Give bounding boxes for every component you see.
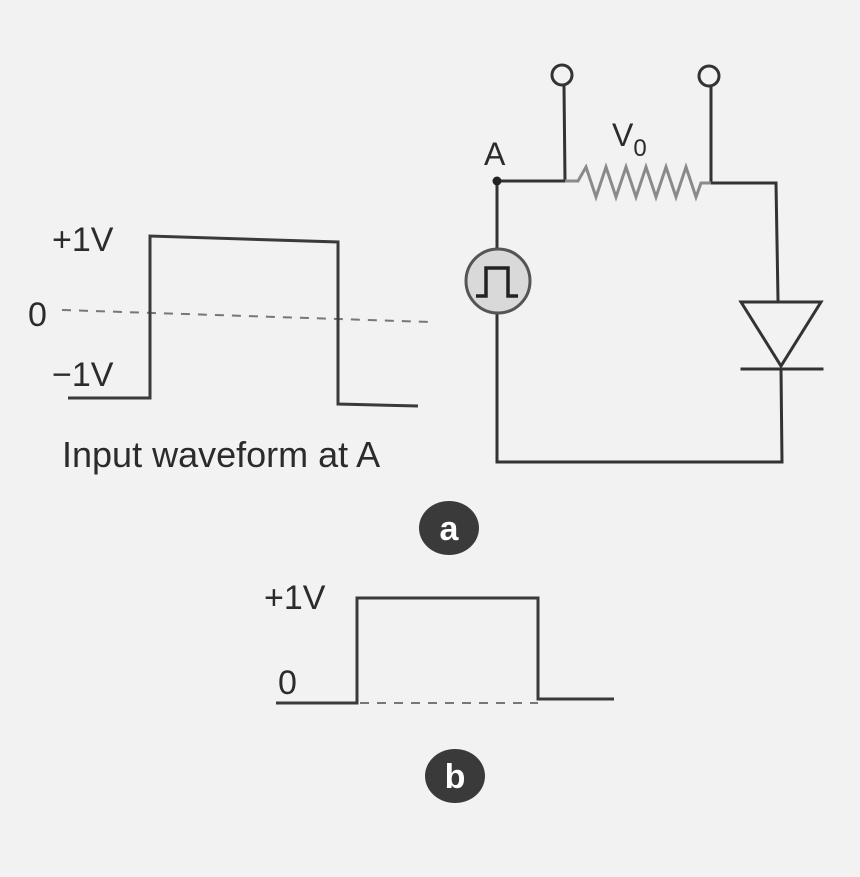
output-waveform: +1V 0 [264,579,614,705]
clipper-circuit: A V0 [464,63,824,464]
diode-icon [738,300,824,371]
zero-reference-line [61,309,431,323]
wire-diode-cathode [779,367,784,464]
zero-volt-label: 0 [28,296,47,334]
badge-b: b [425,749,485,803]
node-a-dot [492,176,502,186]
badge-b-circle [425,749,485,803]
output-terminal-left [550,63,574,87]
square-pulse-icon [464,247,532,315]
zero-volt-label-b: 0 [278,664,297,702]
badge-a: a [419,501,479,555]
resistor-icon [565,162,711,202]
plus-one-volt-label-b: +1V [264,579,326,617]
badge-b-label: b [445,758,466,796]
node-a-label: A [484,136,506,172]
clipped-wave-trace [276,596,614,705]
badge-a-circle [419,501,479,555]
minus-one-volt-label: −1V [52,356,114,394]
source-pulse-glyph [476,266,518,298]
input-waveform-caption: Input waveform at A [62,434,380,475]
output-terminal-right [697,64,721,88]
output-terminal-left-lead [562,84,567,183]
output-voltage-label: V0 [612,117,647,162]
diode-triangle [738,300,824,369]
wire-to-diode-anode [774,181,780,302]
input-waveform: +1V 0 −1V Input waveform at A [28,221,431,475]
plus-one-volt-label: +1V [52,221,114,259]
badge-a-label: a [440,510,460,548]
square-wave-trace [68,234,419,408]
source-circle [464,247,532,315]
